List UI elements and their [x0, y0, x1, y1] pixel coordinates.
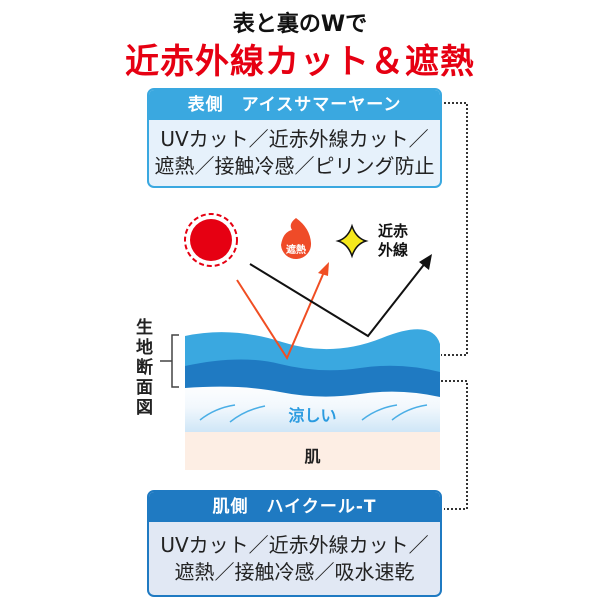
sun-icon — [184, 213, 238, 267]
cool-label: 涼しい — [288, 406, 337, 425]
feature-line-1: UVカット／近赤外線カット／ — [160, 533, 429, 557]
feature-line-1: UVカット／近赤外線カット／ — [160, 127, 429, 151]
sparkle-icon — [335, 223, 369, 259]
heat-shield-label: 遮熱 — [286, 245, 306, 256]
inner-side-header: 肌側 ハイクール-T — [149, 492, 440, 522]
ir-ray-arrowhead — [419, 254, 432, 270]
skin-label: 肌 — [304, 447, 321, 466]
ir-label-line-1: 近赤 — [378, 222, 409, 240]
outer-side-header: 表側 アイスサマーヤーン — [149, 90, 440, 120]
bracket — [160, 334, 179, 388]
outer-fabric-layer — [185, 329, 440, 372]
title-line-1: 表と裏のWで — [232, 12, 368, 37]
inner-side-features: UVカット／近赤外線カット／ 遮熱／接触冷感／吸水速乾 — [149, 522, 440, 586]
connector-inner — [441, 380, 468, 510]
fabric-cross-section-label: 生地断面図 — [136, 318, 153, 418]
inner-side-box: 肌側 ハイクール-T UVカット／近赤外線カット／ 遮熱／接触冷感／吸水速乾 — [147, 490, 442, 597]
cool-layer — [185, 381, 440, 432]
feature-line-2: 遮熱／接触冷感／吸水速乾 — [174, 560, 415, 584]
skin-layer — [185, 432, 440, 470]
title-line-2: 近赤外線カット＆遮熱 — [125, 42, 475, 82]
outer-side-features: UVカット／近赤外線カット／ 遮熱／接触冷感／ピリング防止 — [149, 120, 440, 180]
connector-outer — [441, 102, 468, 356]
wind-icons — [199, 404, 428, 423]
feature-line-2: 遮熱／接触冷感／ピリング防止 — [154, 154, 435, 178]
flame-icon — [281, 218, 312, 260]
outer-side-box: 表側 アイスサマーヤーン UVカット／近赤外線カット／ 遮熱／接触冷感／ピリング… — [147, 88, 442, 188]
near-infrared-label: 近赤 外線 — [378, 222, 412, 260]
ir-label-line-2: 外線 — [378, 241, 409, 259]
heat-ray-arrowhead — [318, 262, 329, 276]
ir-ray — [249, 261, 427, 338]
